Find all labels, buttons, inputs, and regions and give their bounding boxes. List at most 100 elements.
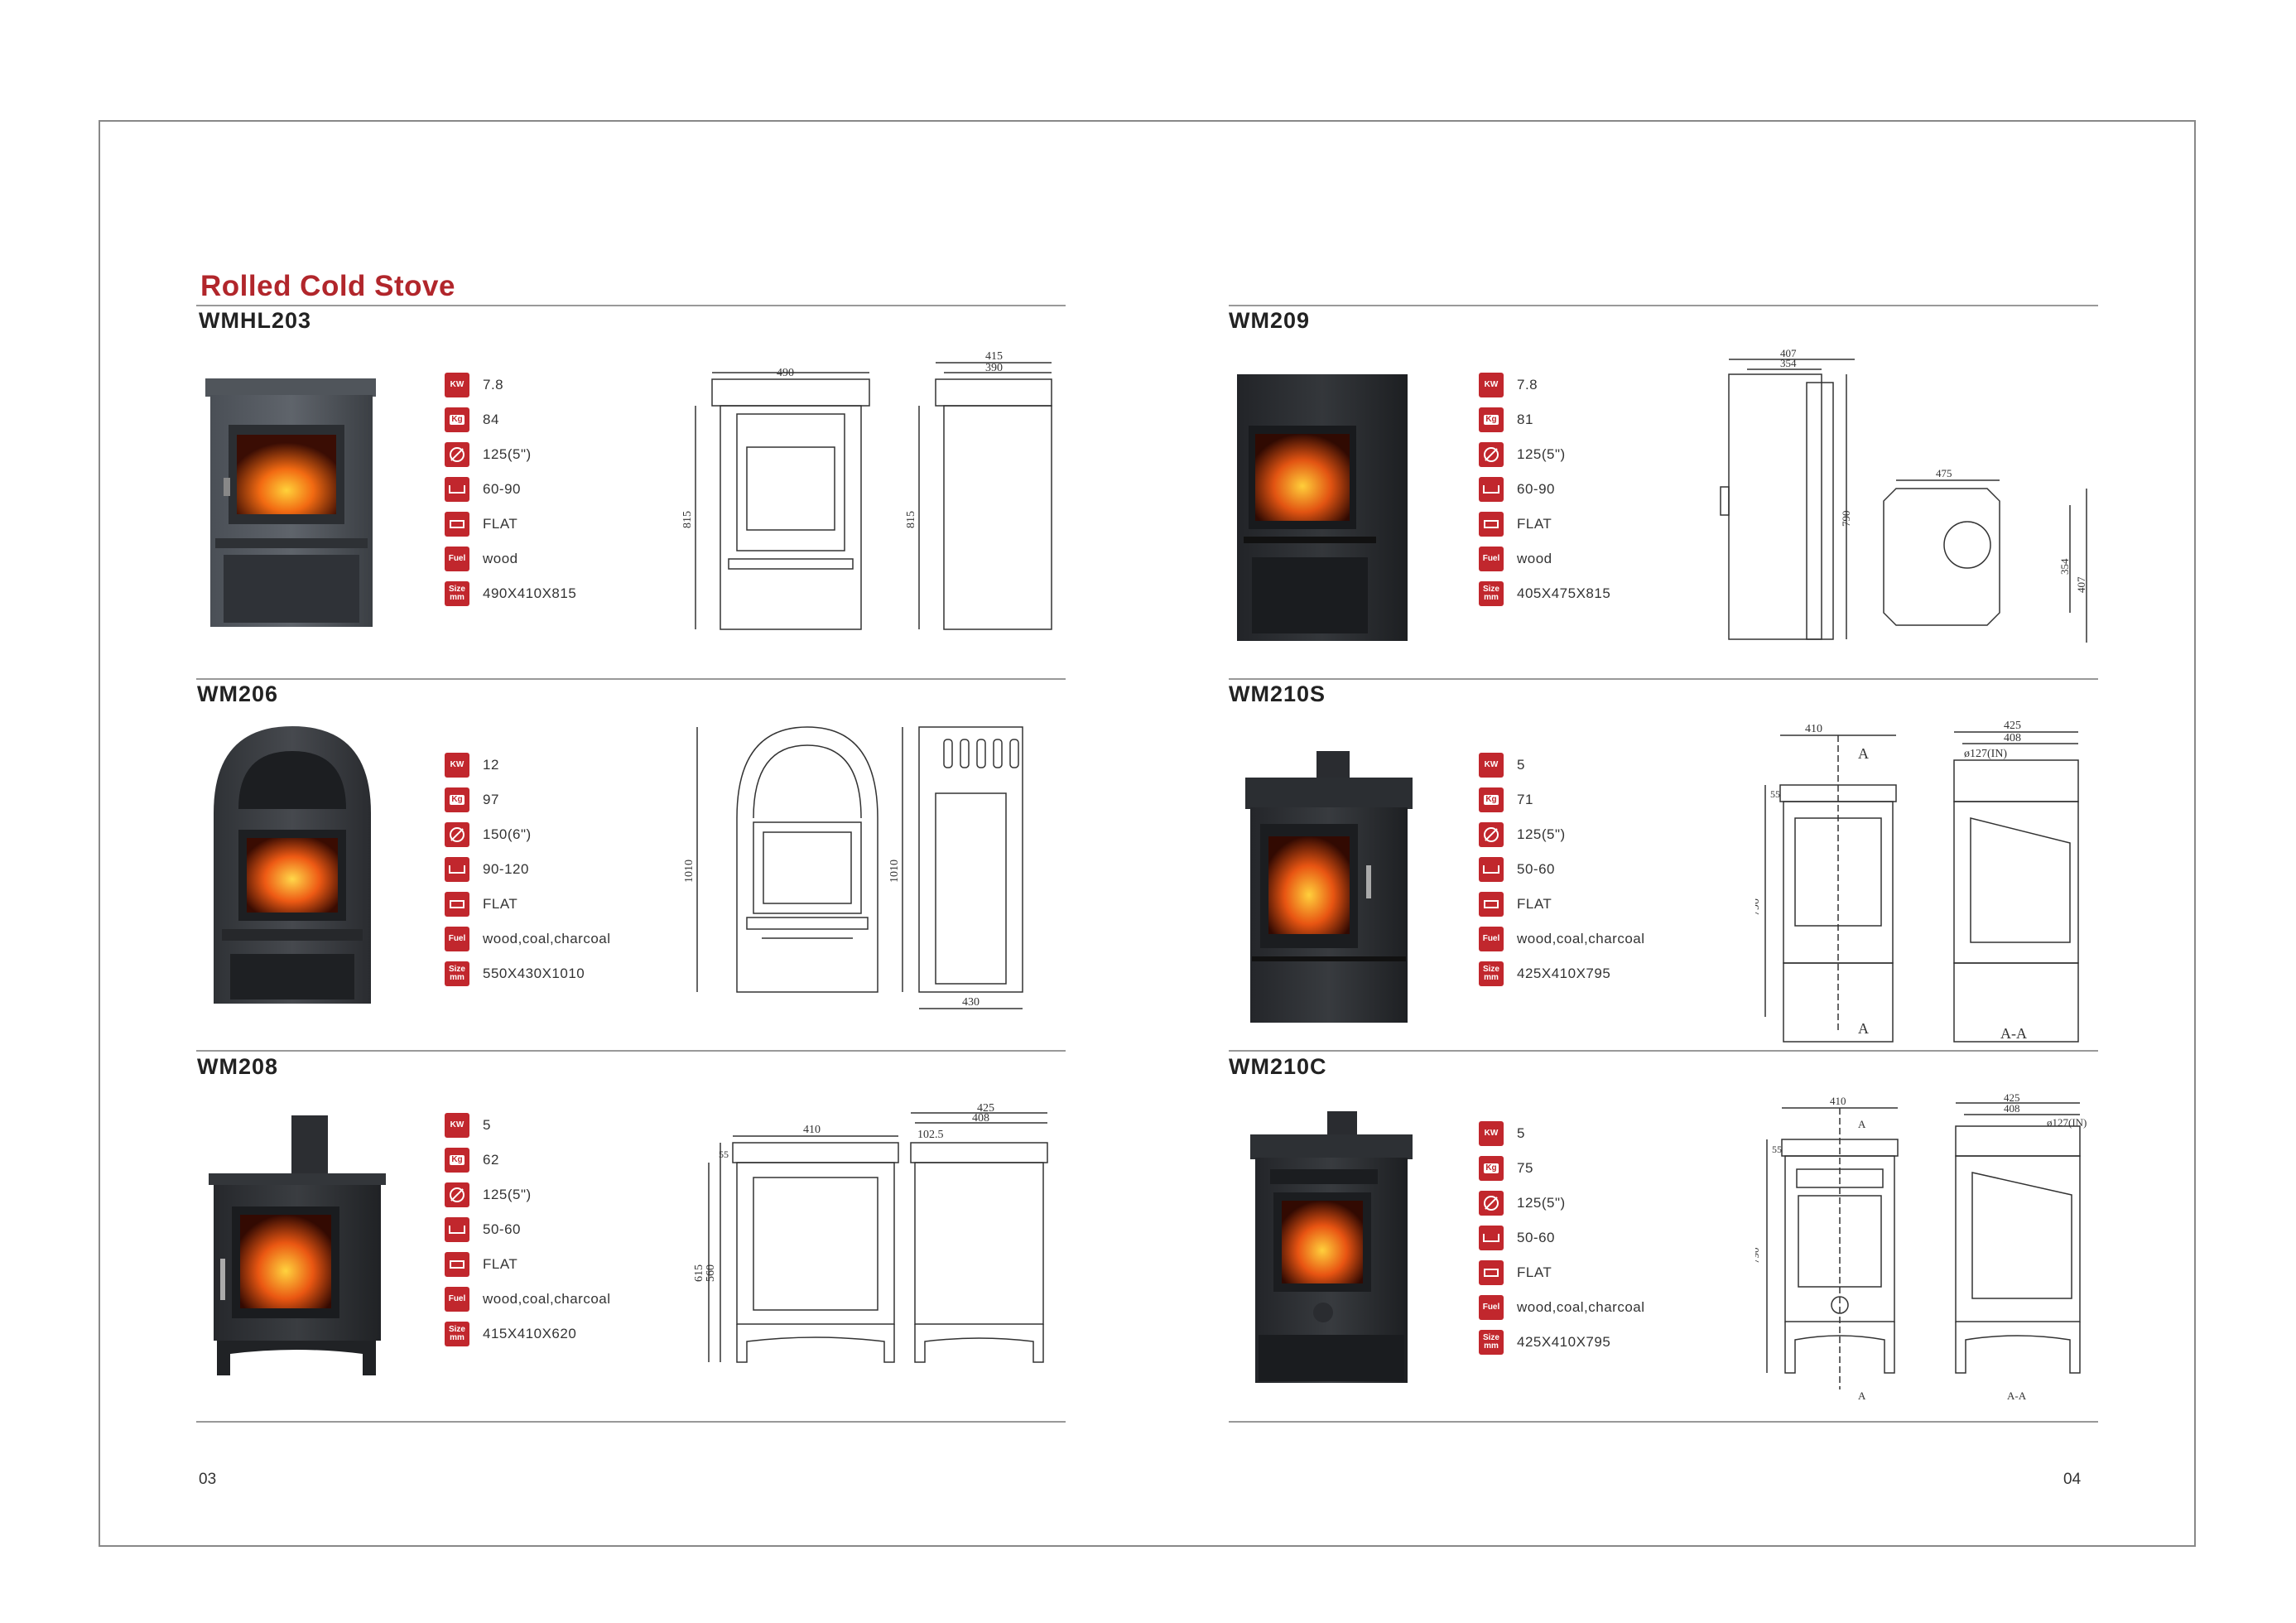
svg-text:790: 790 — [1840, 511, 1852, 527]
svg-text:408: 408 — [2004, 732, 2021, 744]
svg-text:615: 615 — [693, 1264, 705, 1282]
flame-icon: KW — [1479, 1121, 1504, 1146]
svg-text:425: 425 — [2004, 1091, 2020, 1104]
svg-text:560: 560 — [705, 1264, 717, 1282]
diameter-icon — [1479, 1191, 1504, 1216]
technical-drawing: 410 A 55 790 A 425 408 ø127(IN) A-A — [1755, 720, 2079, 1043]
catalog-title: Rolled Cold Stove — [200, 270, 455, 302]
technical-drawing: 410 A 55 790 A 425 408 ø127(IN) A-A — [1755, 1091, 2087, 1402]
divider — [196, 305, 1066, 306]
svg-text:407: 407 — [1780, 347, 1797, 359]
area-icon — [445, 477, 469, 502]
weight-icon: Kg — [445, 407, 469, 432]
spec-heating-area: 60-90 — [1479, 475, 1555, 503]
model-title: WM210S — [1229, 681, 1326, 706]
spec-heating-area: 50-60 — [1479, 1224, 1555, 1252]
svg-text:410: 410 — [803, 1124, 821, 1136]
technical-drawing: 1010 1010 430 — [683, 726, 1023, 1009]
flat-top-icon — [1479, 512, 1504, 537]
fuel-icon: Fuel — [445, 1287, 469, 1312]
svg-text:410: 410 — [1805, 723, 1822, 735]
svg-text:815: 815 — [681, 511, 694, 528]
spec-top: FLAT — [1479, 510, 1552, 538]
weight-icon: Kg — [1479, 407, 1504, 432]
stove-photo — [1245, 751, 1413, 1023]
flat-top-icon — [445, 1252, 469, 1277]
divider — [1229, 1050, 2098, 1052]
divider — [196, 1050, 1066, 1052]
svg-text:55: 55 — [719, 1149, 729, 1160]
technical-drawing: 410 55 615 560 425 408 102.5 — [693, 1102, 1048, 1363]
model-title: WM208 — [197, 1054, 279, 1079]
svg-text:A: A — [1858, 1118, 1866, 1130]
flat-top-icon — [445, 512, 469, 537]
page-number-right: 04 — [2063, 1471, 2082, 1488]
stove-photo — [205, 378, 376, 627]
flame-icon: KW — [445, 373, 469, 397]
svg-text:815: 815 — [905, 511, 917, 528]
svg-text:A: A — [1858, 745, 1869, 762]
fuel-icon: Fuel — [1479, 1295, 1504, 1320]
fuel-icon: Fuel — [445, 547, 469, 571]
flame-icon: KW — [445, 753, 469, 778]
weight-icon: Kg — [445, 787, 469, 812]
svg-text:408: 408 — [972, 1112, 989, 1125]
svg-text:410: 410 — [1830, 1095, 1846, 1107]
fuel-icon: Fuel — [445, 927, 469, 951]
fuel-icon: Fuel — [1479, 547, 1504, 571]
svg-text:425: 425 — [977, 1102, 994, 1115]
svg-text:1010: 1010 — [888, 860, 901, 883]
model-title: WM210C — [1229, 1054, 1327, 1079]
divider — [1229, 678, 2098, 680]
area-icon — [445, 857, 469, 882]
svg-text:407: 407 — [2075, 576, 2087, 593]
spec-flue: 125(5") — [445, 441, 532, 469]
area-icon — [445, 1217, 469, 1242]
divider — [196, 1421, 1066, 1423]
svg-text:430: 430 — [962, 996, 980, 1009]
svg-text:ø127(IN): ø127(IN) — [1964, 748, 2007, 760]
spec-flue: 150(6") — [445, 821, 532, 849]
fuel-icon: Fuel — [1479, 927, 1504, 951]
technical-drawing: 407 354 790 475 354 407 — [1720, 347, 2087, 643]
svg-text:490: 490 — [777, 367, 794, 379]
weight-icon: Kg — [1479, 1156, 1504, 1181]
svg-text:425: 425 — [2004, 720, 2021, 732]
divider — [196, 678, 1066, 680]
spec-flue: 125(5") — [445, 1181, 532, 1209]
area-icon — [1479, 1226, 1504, 1250]
spec-heating-area: 50-60 — [1479, 855, 1555, 884]
area-icon — [1479, 477, 1504, 502]
spec-top: FLAT — [445, 510, 517, 538]
flame-icon: KW — [1479, 373, 1504, 397]
spec-heating-area: 60-90 — [445, 475, 521, 503]
flat-top-icon — [445, 892, 469, 917]
page-frame — [99, 120, 2196, 1547]
svg-text:55: 55 — [1770, 788, 1780, 800]
stove-photo — [209, 1115, 386, 1375]
